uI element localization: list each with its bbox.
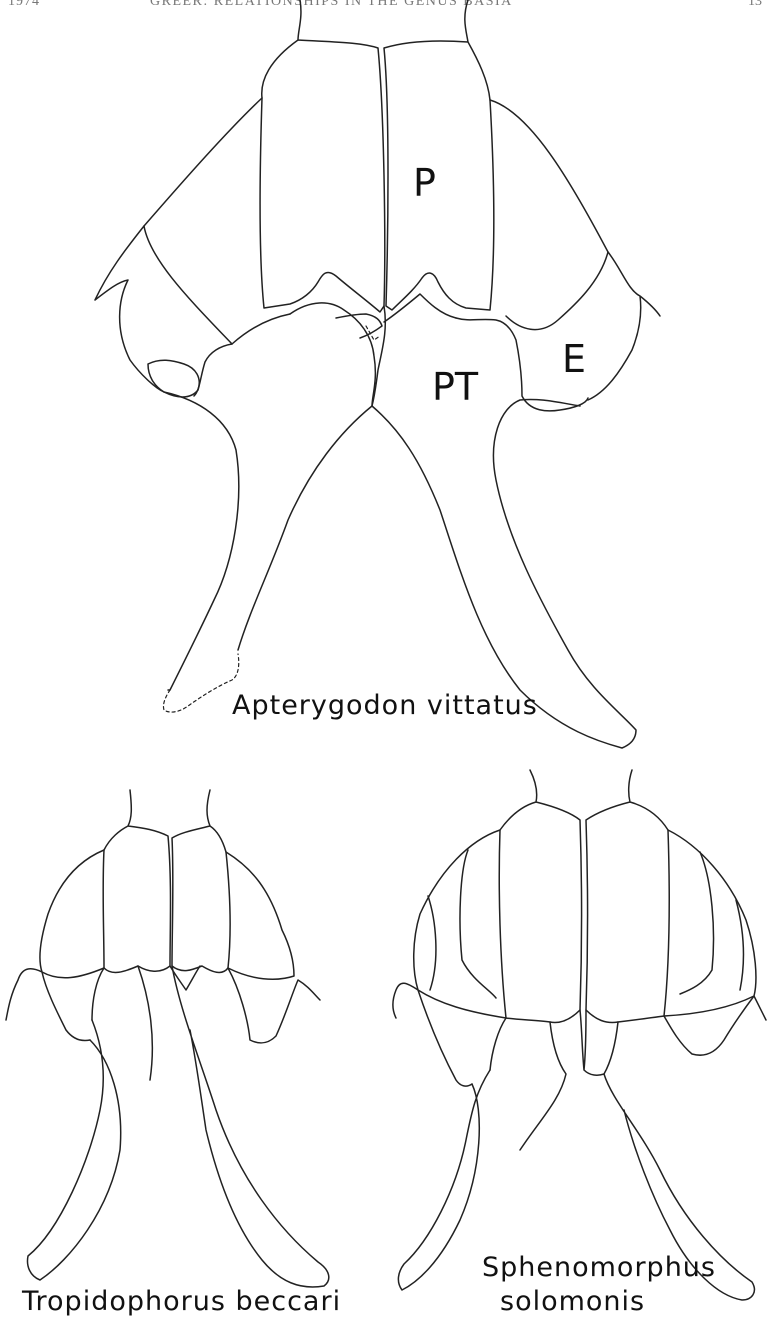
apterygodon-right-pterygoid [372, 318, 636, 748]
apterygodon-left-flange [95, 226, 232, 396]
tropidophorus-left-plate [103, 790, 170, 972]
tropidophorus-left-flange [6, 968, 104, 1041]
caption-sphenomorphus-species: solomonis [500, 1286, 645, 1317]
sphenomorphus-right-plate [586, 770, 669, 1023]
tropidophorus-right-plate [172, 790, 230, 972]
label-pterygoid: PT [432, 365, 479, 409]
apterygodon-broken-tip [163, 654, 238, 712]
apterygodon-right-plate [384, 0, 494, 310]
sphenomorphus-left-inner [428, 850, 496, 998]
sphenomorphus-right-lateral [664, 830, 756, 1016]
label-ectopterygoid: E [562, 337, 586, 381]
sphenomorphus-right-inner [680, 852, 743, 994]
apterygodon-right-lateral-plate [490, 100, 608, 330]
sphenomorphus-left-plate [499, 770, 581, 1023]
sphenomorphus-left-pterygoid [398, 1022, 566, 1290]
sphenomorphus-drawing [393, 770, 766, 1300]
apterygodon-left-pterygoid [164, 303, 375, 690]
tropidophorus-drawing [6, 790, 329, 1287]
apterygodon-left-jugal [148, 360, 199, 397]
tropidophorus-right-pterygoid [172, 966, 329, 1287]
tropidophorus-left-lateral [40, 850, 104, 978]
apterygodon-center-pieces [336, 294, 456, 338]
label-parietal: P [413, 161, 436, 205]
tropidophorus-right-lateral [226, 852, 294, 979]
caption-sphenomorphus-genus: Sphenomorphus [482, 1252, 716, 1283]
caption-apterygodon: Apterygodon vittatus [232, 690, 538, 721]
tropidophorus-left-pterygoid [28, 966, 153, 1280]
caption-tropidophorus: Tropidophorus beccari [21, 1286, 341, 1317]
apterygodon-left-plate [260, 0, 385, 312]
